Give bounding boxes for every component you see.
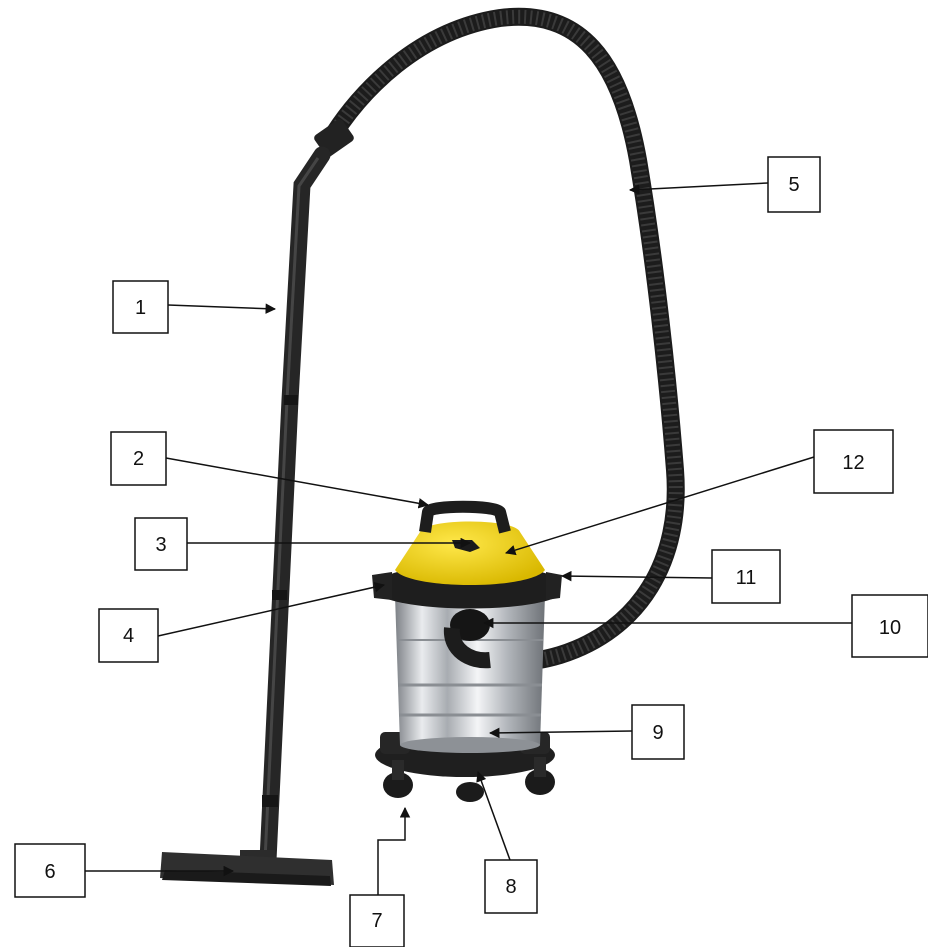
callout-9: 9 — [632, 705, 684, 759]
callout-label: 12 — [842, 452, 864, 474]
arrow-1 — [168, 305, 275, 309]
callout-label: 9 — [652, 722, 663, 744]
callout-10: 10 — [852, 595, 928, 657]
vacuum-illustration — [160, 17, 676, 886]
hose-inlet — [450, 609, 490, 660]
arrow-11 — [562, 576, 712, 578]
callout-label: 1 — [135, 297, 146, 319]
callout-7: 7 — [350, 895, 404, 947]
callout-8: 8 — [485, 860, 537, 913]
arrow-12 — [506, 457, 814, 553]
floor-nozzle — [160, 850, 334, 886]
callout-label: 11 — [736, 567, 757, 589]
motor-head — [395, 507, 545, 585]
callout-label: 4 — [123, 625, 134, 647]
callout-3: 3 — [135, 518, 187, 570]
extension-tube — [262, 155, 322, 860]
callout-4: 4 — [99, 609, 158, 662]
callout-12: 12 — [814, 430, 893, 493]
arrow-8 — [478, 772, 510, 860]
callout-5: 5 — [768, 157, 820, 212]
callout-6: 6 — [15, 844, 85, 897]
callout-label: 2 — [133, 448, 144, 470]
arrow-7 — [378, 808, 405, 895]
callout-11: 11 — [712, 550, 780, 603]
callout-label: 8 — [505, 876, 516, 898]
callout-label: 3 — [155, 534, 166, 556]
arrow-2 — [166, 458, 428, 505]
callout-label: 5 — [788, 174, 799, 196]
callout-2: 2 — [111, 432, 166, 485]
callout-1: 1 — [113, 281, 168, 333]
callout-label: 10 — [879, 617, 901, 639]
callout-label: 6 — [44, 861, 55, 883]
callout-label: 7 — [371, 910, 382, 932]
